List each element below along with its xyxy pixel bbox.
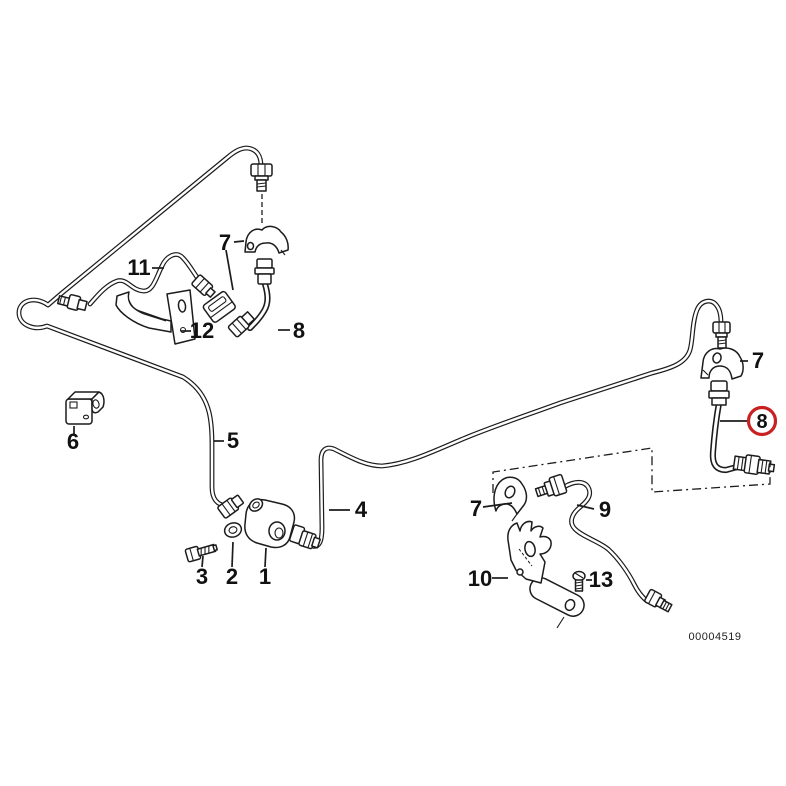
union-nut-5: [217, 494, 245, 519]
brake-hose-8-right: [709, 399, 741, 474]
brake-pipe-11: [87, 252, 202, 307]
pipe-fitting-top: [250, 163, 273, 192]
hose-8-right-fittings: [708, 380, 776, 475]
pipe-fitting-right: [712, 321, 731, 349]
hose-8-left-fittings: [227, 258, 275, 338]
callout-13[interactable]: 13: [589, 567, 613, 592]
callout-7-middle[interactable]: 7: [470, 496, 482, 521]
callout-12[interactable]: 12: [190, 318, 214, 343]
screw-13: [572, 570, 586, 592]
washer-2: [223, 522, 243, 538]
brake-pipe-4: [309, 298, 724, 549]
brake-hose-8-left: [246, 280, 271, 332]
leader-lines: [73, 240, 748, 581]
pipe-11-fittings: [56, 274, 216, 312]
clamp-bracket-7-top: [244, 225, 289, 256]
holder-6: [65, 391, 105, 425]
callout-5[interactable]: 5: [227, 428, 239, 453]
clamp-bracket-7-right: [700, 347, 744, 380]
callout-11[interactable]: 11: [127, 255, 150, 280]
callout-7-right[interactable]: 7: [752, 348, 764, 373]
callout-7-top[interactable]: 7: [219, 230, 231, 255]
callout-4[interactable]: 4: [355, 497, 368, 522]
callout-8-left[interactable]: 8: [293, 318, 305, 343]
callout-1[interactable]: 1: [259, 564, 271, 589]
highlighted-callout-8[interactable]: 8: [746, 405, 778, 437]
section-boundary: [492, 447, 771, 493]
holder-grommet-7: [202, 290, 236, 323]
bracket-10: [507, 520, 585, 629]
distributor-1: [244, 498, 321, 550]
pipe-9-fittings: [534, 473, 673, 613]
document-number: 00004519: [689, 631, 742, 643]
bolt-3: [184, 543, 218, 563]
callout-3[interactable]: 3: [196, 564, 208, 589]
brake-pipe-9: [561, 479, 650, 604]
brake-pipe-main-5: [16, 145, 264, 509]
callout-2[interactable]: 2: [226, 564, 238, 589]
callout-10[interactable]: 10: [468, 566, 492, 591]
callout-9[interactable]: 9: [599, 497, 611, 522]
highlight-circle: [746, 405, 778, 437]
bracket-12: [115, 289, 196, 345]
callout-6[interactable]: 6: [67, 429, 79, 454]
clamp-bracket-7-middle: [493, 476, 528, 522]
callout-8-highlighted: 8: [756, 411, 767, 433]
